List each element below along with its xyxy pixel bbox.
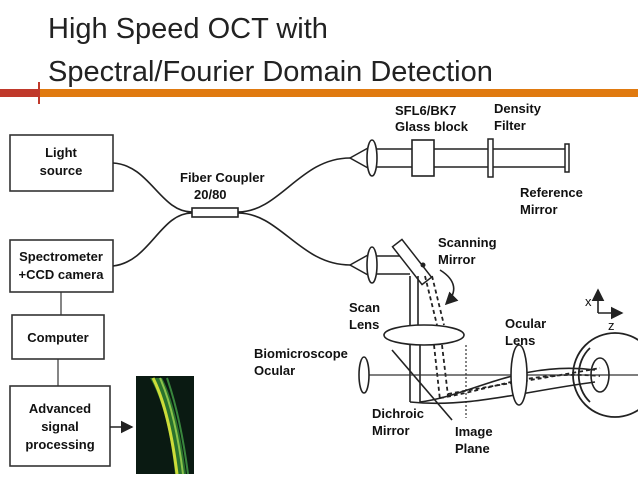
sample-collimator — [348, 253, 369, 277]
dichroic-mirror-label-2: Mirror — [372, 423, 410, 438]
fiber-coupler — [191, 207, 239, 218]
retina-oct-image — [136, 376, 194, 475]
title-rule-tick — [38, 82, 40, 104]
post-lens-scan-2 — [441, 344, 449, 397]
biomicroscope-label-1: Biomicroscope — [254, 346, 348, 361]
density-filter-label-2: Filter — [494, 118, 526, 133]
eye-globe — [572, 332, 638, 418]
title-rule-orange — [40, 89, 638, 97]
scanned-beam-1 — [424, 275, 438, 326]
scanning-mirror — [391, 238, 433, 286]
glass-block — [411, 139, 435, 177]
light-source-box: Light source — [9, 134, 114, 192]
fiber-sample-arm — [237, 212, 351, 266]
eye-scan-beam-1 — [439, 374, 601, 399]
spectrometer-label-1: Spectrometer — [19, 249, 103, 264]
processing-label-3: processing — [25, 437, 94, 452]
glass-block-label-2: Glass block — [395, 119, 469, 134]
computer-label: Computer — [27, 330, 88, 345]
computer-box: Computer — [11, 314, 105, 360]
fiber-coupler-label-1: Fiber Coupler — [180, 170, 265, 185]
fiber-light-source — [112, 162, 193, 213]
spectrometer-box: Spectrometer +CCD camera — [9, 239, 114, 293]
z-axis-label: z — [608, 318, 615, 333]
image-plane-label-2: Plane — [455, 441, 490, 456]
glass-block-label-1: SFL6/BK7 — [395, 103, 456, 118]
x-axis-label: x — [585, 294, 592, 309]
sample-arm — [348, 238, 638, 421]
density-filter-label-1: Density — [494, 101, 542, 116]
reference-mirror-label-2: Mirror — [520, 202, 558, 217]
reference-collimator — [348, 146, 369, 170]
ocular-lens — [510, 344, 528, 406]
reference-arm — [348, 138, 570, 178]
fiber-coupler-label-2: 20/80 — [194, 187, 227, 202]
dichroic-mirror — [391, 349, 453, 421]
sample-lens — [366, 246, 378, 284]
eye-beam-upper — [419, 367, 596, 403]
scan-lens — [383, 324, 465, 346]
spectrometer-label-2: +CCD camera — [19, 267, 105, 282]
biomicroscope-ocular-lens — [358, 356, 370, 394]
scan-lens-label-2: Lens — [349, 317, 379, 332]
processing-label-1: Advanced — [29, 401, 91, 416]
image-plane-label-1: Image — [455, 424, 493, 439]
ocular-lens-label-1: Ocular — [505, 316, 546, 331]
fiber-spectrometer — [112, 212, 193, 267]
eye-crystalline-lens — [590, 357, 610, 393]
scanning-mirror-label-1: Scanning — [438, 235, 497, 250]
post-lens-scan-1 — [433, 344, 441, 401]
processing-label-2: signal — [41, 419, 79, 434]
scanning-mirror-label-2: Mirror — [438, 252, 476, 267]
reference-lens — [366, 139, 378, 177]
axes-indicator: x z — [585, 288, 624, 333]
slide-title-line-1: High Speed OCT with — [48, 13, 328, 45]
light-source-label-2: source — [40, 163, 83, 178]
reference-mirror-label-1: Reference — [520, 185, 583, 200]
dichroic-mirror-label-1: Dichroic — [372, 406, 424, 421]
reference-mirror — [564, 143, 570, 173]
eye-cornea — [577, 347, 591, 403]
eye-beam-lower — [409, 381, 596, 405]
ocular-lens-label-2: Lens — [505, 333, 535, 348]
title-rule-red — [0, 89, 40, 97]
processing-box: Advanced signal processing — [9, 385, 111, 467]
light-source-label-1: Light — [45, 145, 77, 160]
scanned-beam-2 — [431, 275, 445, 326]
slide-title-line-2: Spectral/Fourier Domain Detection — [48, 56, 493, 88]
scan-rotation-arrow — [439, 269, 459, 306]
scan-lens-label-1: Scan — [349, 300, 380, 315]
biomicroscope-label-2: Ocular — [254, 363, 295, 378]
density-filter — [487, 138, 494, 178]
fiber-reference-arm — [237, 157, 351, 213]
scanning-mirror-pivot — [420, 262, 426, 268]
